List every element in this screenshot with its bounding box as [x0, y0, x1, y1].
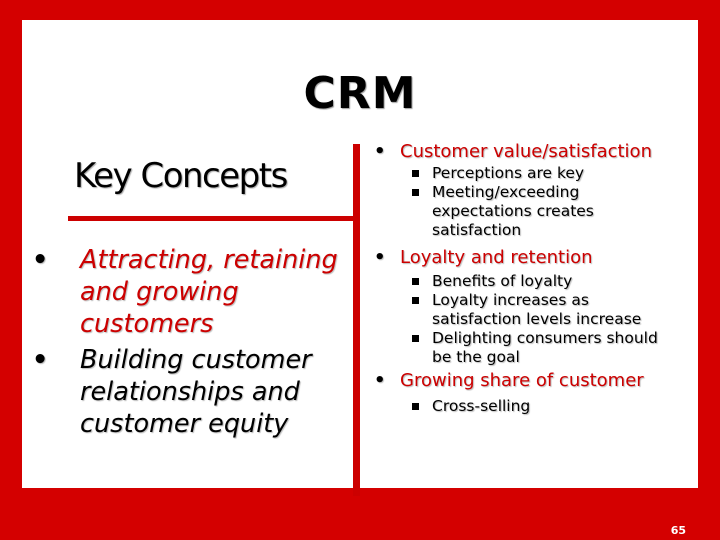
sub-bullet-text: Perceptions are key [432, 164, 585, 182]
sub-bullet-item: Perceptions are key [368, 164, 698, 183]
right-bullet-item: • Customer value/satisfaction [368, 140, 698, 164]
right-bullet-item: • Loyalty and retention [368, 246, 698, 270]
column-divider [353, 144, 360, 496]
sub-bullet-item: Benefits of loyalty [368, 272, 698, 291]
right-bullet-text: Loyalty and retention [400, 247, 593, 268]
subtitle-underline [68, 216, 356, 221]
square-bullet-icon [412, 170, 419, 177]
bullet-dot-icon: • [374, 141, 386, 162]
sub-bullet-item: Loyalty increases as satisfaction levels… [368, 291, 698, 329]
right-bullet-item: • Growing share of customer [368, 369, 698, 393]
subtitle-key-concepts: Key Concepts [74, 156, 288, 196]
sub-bullet-text: Delighting consumers should [432, 329, 658, 347]
left-bullet-list: • Attracting, retaining and growing cust… [30, 244, 360, 444]
left-bullet-item: • Building customer relationships and cu… [30, 344, 360, 440]
left-bullet-item: • Attracting, retaining and growing cust… [30, 244, 360, 340]
left-bullet-text: Attracting, retaining and growing custom… [80, 245, 338, 339]
sub-bullet-item: Meeting/exceeding expectations creates s… [368, 183, 698, 240]
bullet-dot-icon: • [32, 245, 49, 275]
square-bullet-icon [412, 297, 419, 304]
left-bullet-text: Building customer relationships and cust… [80, 345, 312, 439]
sub-bullet-text: Meeting/exceeding [432, 183, 580, 201]
bullet-dot-icon: • [32, 345, 49, 375]
slide: CRM Key Concepts • Attracting, retaining… [22, 20, 698, 496]
sub-bullet-text: Cross-selling [432, 397, 531, 415]
sub-bullet-text: be the goal [432, 348, 520, 366]
bullet-dot-icon: • [374, 247, 386, 268]
sub-bullet-text: expectations creates [432, 202, 594, 220]
square-bullet-icon [412, 403, 419, 410]
square-bullet-icon [412, 189, 419, 196]
square-bullet-icon [412, 278, 419, 285]
sub-bullet-item: Cross-selling [368, 397, 698, 416]
sub-bullet-item: Delighting consumers should be the goal [368, 329, 698, 367]
sub-bullet-text: Benefits of loyalty [432, 272, 573, 290]
bullet-dot-icon: • [374, 370, 386, 391]
right-bullet-text: Growing share of customer [400, 370, 644, 391]
sub-bullet-text: satisfaction [432, 221, 522, 239]
right-bullet-text: Customer value/satisfaction [400, 141, 652, 162]
square-bullet-icon [412, 335, 419, 342]
sub-bullet-text: satisfaction levels increase [432, 310, 642, 328]
sub-bullet-text: Loyalty increases as [432, 291, 589, 309]
slide-title: CRM [303, 68, 417, 119]
page-number: 65 [670, 524, 686, 537]
right-bullet-list: • Customer value/satisfaction Perception… [368, 140, 698, 416]
